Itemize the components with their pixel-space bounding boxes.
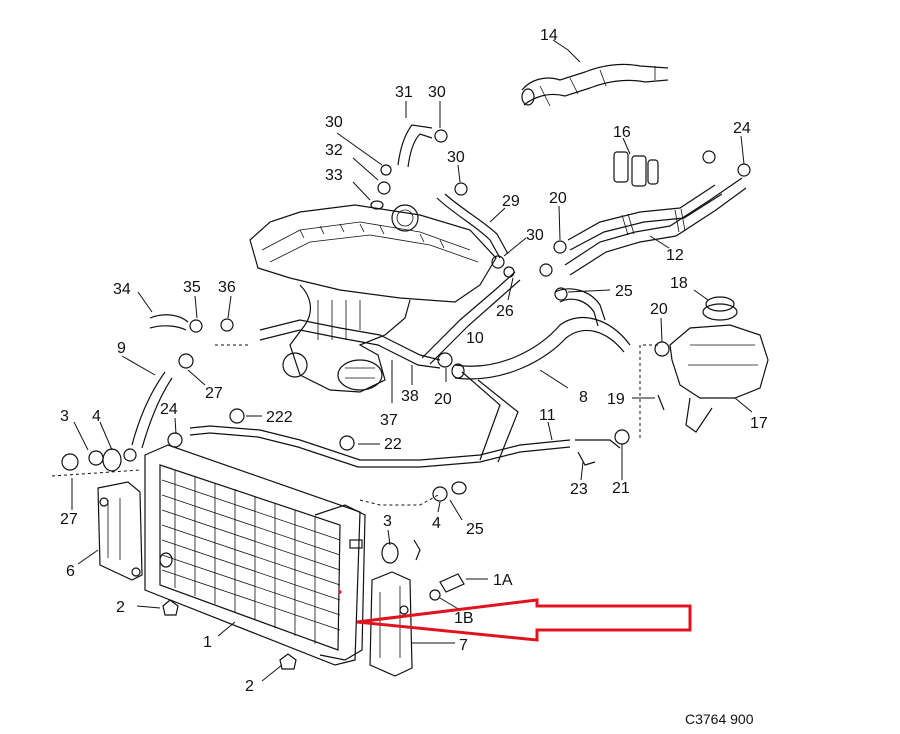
callout-34: 34 <box>113 281 131 298</box>
callout-30b: 30 <box>325 114 343 131</box>
callout-11: 11 <box>539 407 556 424</box>
callout-33: 33 <box>325 167 343 184</box>
mount-2 <box>162 599 297 670</box>
pipe-11 <box>167 425 630 468</box>
callout-222: 222 <box>266 409 293 426</box>
callout-35: 35 <box>183 279 201 296</box>
callout-3a: 3 <box>60 408 69 425</box>
callout-27a: 27 <box>205 385 223 402</box>
callout-26: 26 <box>496 303 514 320</box>
red-highlight-arrow <box>356 598 692 642</box>
hose-34 <box>149 314 234 333</box>
callout-1B: 1B <box>454 610 474 627</box>
callout-32: 32 <box>325 142 343 159</box>
bracket-6 <box>97 481 143 581</box>
callout-20c: 20 <box>434 391 452 408</box>
callout-21: 21 <box>612 480 630 497</box>
callout-22: 22 <box>384 436 402 453</box>
radiator-1 <box>144 444 366 666</box>
callout-14: 14 <box>540 27 558 44</box>
callout-4a: 4 <box>92 408 101 425</box>
callout-20a: 20 <box>549 190 567 207</box>
callout-25a: 25 <box>615 283 633 300</box>
callout-37: 37 <box>380 412 398 429</box>
callout-9: 9 <box>117 340 126 357</box>
bushings <box>61 408 448 564</box>
callout-12: 12 <box>666 247 684 264</box>
hose-8 <box>451 317 631 495</box>
callout-23: 23 <box>570 481 588 498</box>
callout-31: 31 <box>395 84 413 101</box>
callout-16: 16 <box>613 124 631 141</box>
callout-29: 29 <box>502 193 520 210</box>
callout-19: 19 <box>607 391 625 408</box>
diagram-code: C3764 900 <box>685 711 754 727</box>
hose-31 <box>370 124 468 210</box>
callout-30c: 30 <box>447 149 465 166</box>
callout-2a: 2 <box>116 599 125 616</box>
callout-4b: 4 <box>432 515 441 532</box>
highlight-dot <box>338 590 342 594</box>
callout-25b: 25 <box>466 521 484 538</box>
callout-24b: 24 <box>160 401 178 418</box>
callout-labels: 14 31 30 30 32 30 33 29 30 16 24 20 12 2… <box>60 27 768 727</box>
hose-12 <box>553 150 751 276</box>
callout-6: 6 <box>66 563 75 580</box>
callout-36: 36 <box>218 279 236 296</box>
callout-20b: 20 <box>650 301 668 318</box>
callout-18: 18 <box>670 275 688 292</box>
callout-30a: 30 <box>428 84 446 101</box>
callout-3b: 3 <box>383 513 392 530</box>
callout-7: 7 <box>459 637 468 654</box>
hose-9 <box>131 353 194 449</box>
expansion-tank-17 <box>654 296 769 433</box>
callout-1: 1 <box>203 634 212 651</box>
callout-8: 8 <box>579 389 588 406</box>
callout-17: 17 <box>750 415 768 432</box>
callout-38: 38 <box>401 388 419 405</box>
callout-1A: 1A <box>493 572 513 589</box>
engine-block <box>249 204 497 393</box>
callout-10: 10 <box>466 330 484 347</box>
callout-2b: 2 <box>245 678 254 695</box>
hose-assembly-14 <box>521 63 669 107</box>
callout-30d: 30 <box>526 227 544 244</box>
sensors-1A-1B <box>429 573 465 601</box>
leader-lines <box>51 39 753 682</box>
callout-24a: 24 <box>733 120 751 137</box>
hose-29 <box>436 193 509 259</box>
callout-27b: 27 <box>60 511 78 528</box>
